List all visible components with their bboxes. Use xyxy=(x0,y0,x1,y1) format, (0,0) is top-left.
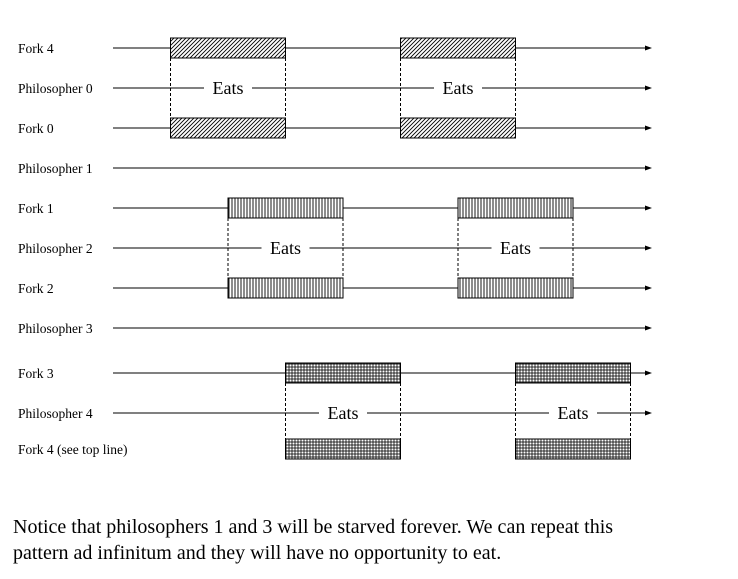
dining-philosophers-timeline: Fork 4 Philosopher 0 Fork 0 Philosopher 1 Fo… xyxy=(18,37,652,460)
arrow-head xyxy=(645,370,652,376)
eats-label: Eats xyxy=(328,403,359,423)
row-label: Philosopher 4 xyxy=(18,406,93,421)
caption: Notice that philosophers 1 and 3 will be… xyxy=(13,514,728,566)
row-label: Fork 4 xyxy=(18,41,54,56)
eats-label: Eats xyxy=(443,78,474,98)
arrow-head xyxy=(645,165,652,171)
eats-label-bg xyxy=(204,77,252,97)
eats-label-bg xyxy=(319,402,367,422)
arrow-head xyxy=(645,125,652,131)
arrow-head xyxy=(645,85,652,91)
row-label: Philosopher 3 xyxy=(18,321,93,336)
eats-label: Eats xyxy=(270,238,301,258)
eats-label: Eats xyxy=(213,78,244,98)
fork-held-bar xyxy=(515,438,631,460)
eats-label-bg xyxy=(261,237,310,257)
fork-held-bar xyxy=(285,362,401,384)
row-label: Fork 4 (see top line) xyxy=(18,442,127,457)
arrow-head xyxy=(645,325,652,331)
fork-held-bar xyxy=(400,117,516,139)
fork-held-bar xyxy=(227,277,344,299)
fork-held-bar xyxy=(227,197,344,219)
row-label: Fork 0 xyxy=(18,121,54,136)
arrow-head xyxy=(645,45,652,51)
eats-label: Eats xyxy=(500,238,531,258)
eats-label: Eats xyxy=(558,403,589,423)
row-label: Philosopher 2 xyxy=(18,241,93,256)
eats-label-bg xyxy=(549,402,597,422)
row-label: Philosopher 0 xyxy=(18,81,93,96)
fork-held-bar xyxy=(515,362,631,384)
fork-held-bar xyxy=(285,438,401,460)
fork-held-bar xyxy=(170,117,286,139)
caption-line-1: Notice that philosophers 1 and 3 will be… xyxy=(13,516,614,538)
arrow-head xyxy=(645,410,652,416)
row-label: Fork 2 xyxy=(18,281,54,296)
fork-held-bar xyxy=(457,277,574,299)
arrow-head xyxy=(645,245,652,251)
eats-label-bg xyxy=(491,237,540,257)
fork-held-bar xyxy=(457,197,574,219)
row-label: Philosopher 1 xyxy=(18,161,93,176)
arrow-head xyxy=(645,285,652,291)
eats-label-bg xyxy=(434,77,482,97)
arrow-head xyxy=(645,205,652,211)
caption-line-2: pattern ad infinitum and they will have … xyxy=(13,542,502,564)
fork-held-bar xyxy=(170,37,286,59)
row-label: Fork 3 xyxy=(18,366,54,381)
fork-held-bar xyxy=(400,37,516,59)
row-label: Fork 1 xyxy=(18,201,54,216)
